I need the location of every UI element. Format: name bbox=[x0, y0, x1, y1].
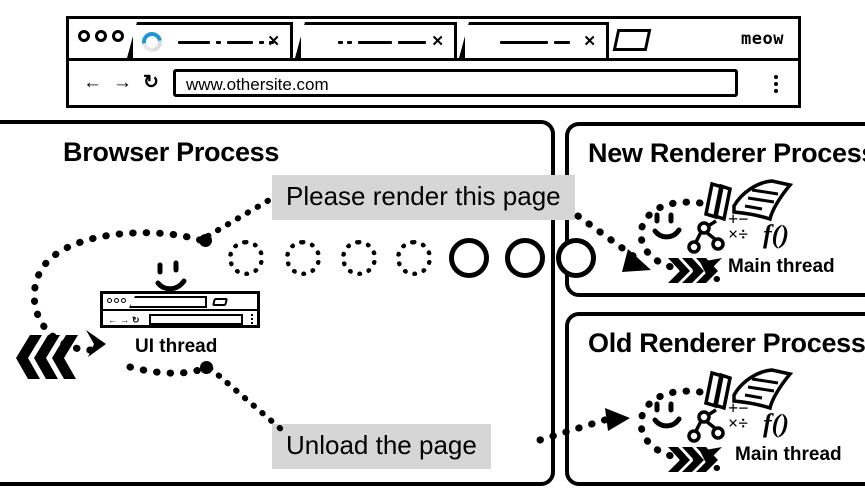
task-circle-pending-4 bbox=[396, 240, 432, 276]
callout-please-render: Please render this page bbox=[272, 175, 575, 220]
task-circle-active-1 bbox=[449, 238, 489, 278]
render-callout-anchor-dot bbox=[199, 234, 212, 247]
window-dot-3[interactable] bbox=[112, 30, 124, 42]
browser-process-title: Browser Process bbox=[63, 137, 280, 167]
mini-tab-strip bbox=[103, 294, 257, 311]
mini-kebab-icon bbox=[251, 314, 253, 326]
loading-spinner-icon bbox=[138, 28, 166, 56]
task-circle-pending-3 bbox=[341, 240, 377, 276]
address-bar-text: www.othersite.com bbox=[186, 75, 329, 94]
tab-1-close-icon[interactable]: ✕ bbox=[267, 33, 280, 50]
url-bar-row: ← → ↻ www.othersite.com bbox=[69, 61, 798, 108]
browser-window-mock: ✕ ✕ ✕ meow ← → ↻ www.othersite.com bbox=[66, 16, 801, 108]
window-dot-2[interactable] bbox=[95, 30, 107, 42]
mini-new-tab-icon bbox=[212, 298, 228, 306]
window-dot-1[interactable] bbox=[78, 30, 90, 42]
ui-thread-label: UI thread bbox=[135, 336, 218, 357]
tab-2-close-icon[interactable]: ✕ bbox=[431, 33, 444, 50]
mini-nav-icons: ←→↻ bbox=[108, 315, 143, 325]
task-circle-pending-1 bbox=[228, 240, 264, 276]
tab-3-close-icon[interactable]: ✕ bbox=[583, 33, 596, 50]
tab-strip: ✕ ✕ ✕ meow bbox=[69, 19, 798, 61]
callout-unload-page: Unload the page bbox=[272, 424, 491, 469]
unload-callout-anchor-dot bbox=[200, 361, 213, 374]
browser-brand-label: meow bbox=[741, 29, 784, 49]
mini-tab bbox=[129, 296, 207, 308]
old-renderer-process-title: Old Renderer Process bbox=[588, 328, 865, 358]
browser-tab-1[interactable]: ✕ bbox=[127, 22, 293, 58]
old-renderer-main-thread-label: Main thread bbox=[735, 444, 842, 465]
mini-address-bar bbox=[149, 314, 243, 325]
task-circle-active-2 bbox=[505, 238, 545, 278]
forward-arrow-icon[interactable]: → bbox=[113, 72, 132, 93]
new-renderer-main-thread-label: Main thread bbox=[728, 256, 835, 277]
reload-icon[interactable]: ↻ bbox=[143, 72, 159, 93]
back-arrow-icon[interactable]: ← bbox=[83, 72, 102, 93]
new-renderer-process-title: New Renderer Process bbox=[588, 138, 865, 168]
browser-tab-2[interactable]: ✕ bbox=[295, 22, 457, 58]
address-bar[interactable]: www.othersite.com bbox=[173, 69, 738, 97]
task-circle-pending-2 bbox=[285, 240, 321, 276]
mini-window-dots bbox=[107, 298, 126, 303]
new-tab-button[interactable] bbox=[612, 29, 652, 51]
browser-tab-3[interactable]: ✕ bbox=[459, 22, 609, 58]
task-circle-active-3 bbox=[556, 238, 596, 278]
window-controls bbox=[78, 30, 124, 42]
kebab-menu-icon[interactable] bbox=[774, 75, 778, 93]
ui-thread-browser-icon: ←→↻ bbox=[100, 291, 260, 328]
